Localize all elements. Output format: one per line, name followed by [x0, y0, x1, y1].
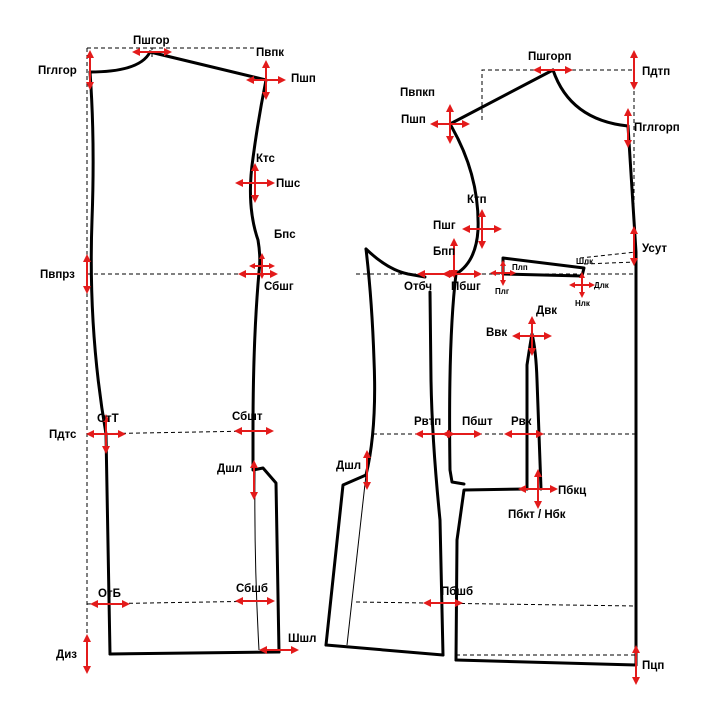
side-panel-front-seam [428, 290, 445, 657]
label-rvk: Рвк [511, 416, 532, 428]
back-neckline [88, 50, 152, 74]
label-pshs: Пшс [276, 178, 301, 190]
pshg-arrow-icon [461, 208, 503, 250]
bpp-arrow-icon [449, 237, 459, 279]
pbkts-arrow-icon [517, 468, 559, 510]
pshp-back-arrow-icon [245, 59, 287, 101]
back-shoulder-line [148, 50, 268, 82]
label-pglgor: Пглгор [38, 65, 77, 77]
label-shshl: Шшл [288, 633, 316, 645]
label-otB: ОтБ [98, 588, 121, 600]
back-armhole [248, 78, 268, 274]
label-pbkts: Пбкц [558, 485, 586, 497]
label-pbshb: Пбшб [441, 586, 473, 598]
front-hem [454, 658, 638, 667]
label-pvprz: Пвпрз [40, 269, 75, 281]
label-pvpkp: Пвпкп [400, 87, 435, 99]
back-center-seam [88, 70, 112, 656]
label-ktp: Ктп [467, 194, 487, 206]
pbsht-arrow-icon [441, 429, 483, 439]
side-panel-vent-line [346, 474, 367, 646]
diz-arrow-icon [82, 633, 92, 675]
label-pshp-back: Пшп [291, 73, 316, 85]
label-pdtp: Пдтп [642, 66, 670, 78]
front-neckline [551, 68, 630, 128]
front-armhole [448, 122, 480, 276]
label-pbsht: Пбшт [462, 416, 493, 428]
label-rvtp: Рвтп [414, 416, 441, 428]
label-pbshg: Пбшг [451, 281, 481, 293]
label-sbshg: Сбшг [264, 281, 294, 293]
label-dlk: Длк [594, 281, 610, 290]
label-dshl-back: Дшл [217, 463, 242, 475]
label-pbkt-nbk: Пбкт / Нбк [508, 509, 566, 521]
dvk-arrow-icon [511, 315, 553, 357]
front-center-line [626, 124, 638, 667]
label-vvk: Ввк [486, 327, 507, 339]
side-panel-back-seam [324, 247, 377, 647]
label-sbsht: Сбшт [232, 411, 263, 423]
label-shlk: Шлк [576, 257, 594, 266]
label-otbch: Отбч [404, 281, 432, 293]
front-shoulder-line [448, 68, 555, 126]
label-pshgor: Пшгор [133, 35, 170, 47]
dshl-front-arrow-icon [362, 449, 372, 491]
back-construction-lines [86, 47, 269, 670]
label-dvk: Двк [536, 305, 557, 317]
label-pshg: Пшг [433, 220, 456, 232]
label-pshp-front: Пшп [401, 114, 426, 126]
front-side-panel-edge [448, 272, 466, 486]
label-kts: Ктс [256, 153, 275, 165]
label-pdts: Пдтс [49, 429, 77, 441]
front-pocket-dart [525, 332, 543, 491]
dshl-back-arrow-icon [249, 459, 259, 501]
side-panel-hem [324, 643, 445, 657]
label-otT: ОтТ [97, 413, 119, 425]
label-diz: Диз [56, 649, 77, 661]
rvk-arrow-icon [503, 429, 545, 439]
label-dshl-front: Дшл [336, 460, 361, 472]
front-construction-lines [355, 69, 637, 656]
label-bpp: Бпп [433, 246, 455, 258]
pshs-arrow-icon [234, 162, 276, 204]
label-pshgorp: Пшгорп [528, 51, 572, 63]
back-outline [88, 50, 281, 656]
back-piece: Пшгор Пглгор Пвпк Пшп Ктс Пшс Бпс Пвпрз … [38, 35, 316, 675]
label-sbshb: Сбшб [236, 583, 268, 595]
label-plp: Плп [512, 263, 528, 272]
sbshb-arrow-icon [234, 596, 276, 606]
label-nlk: Нлк [575, 299, 591, 308]
label-plg: Плг [495, 287, 510, 296]
pglgorp-arrow-icon [623, 107, 633, 149]
label-bps: Бпс [274, 229, 296, 241]
back-hem [108, 650, 281, 656]
label-usut: Усут [642, 243, 667, 255]
front-piece: Пшгорп Пдтп Пвпкп Пшп Пглгорп Ктп Пшг Бп… [324, 49, 680, 686]
side-panel-top [364, 247, 427, 279]
label-pglgorp: Пглгорп [634, 122, 680, 134]
front-outline [324, 68, 638, 667]
label-pcp: Пцп [642, 660, 664, 672]
label-pvpk: Пвпк [256, 47, 284, 59]
pshp-front-arrow-icon [429, 103, 471, 145]
